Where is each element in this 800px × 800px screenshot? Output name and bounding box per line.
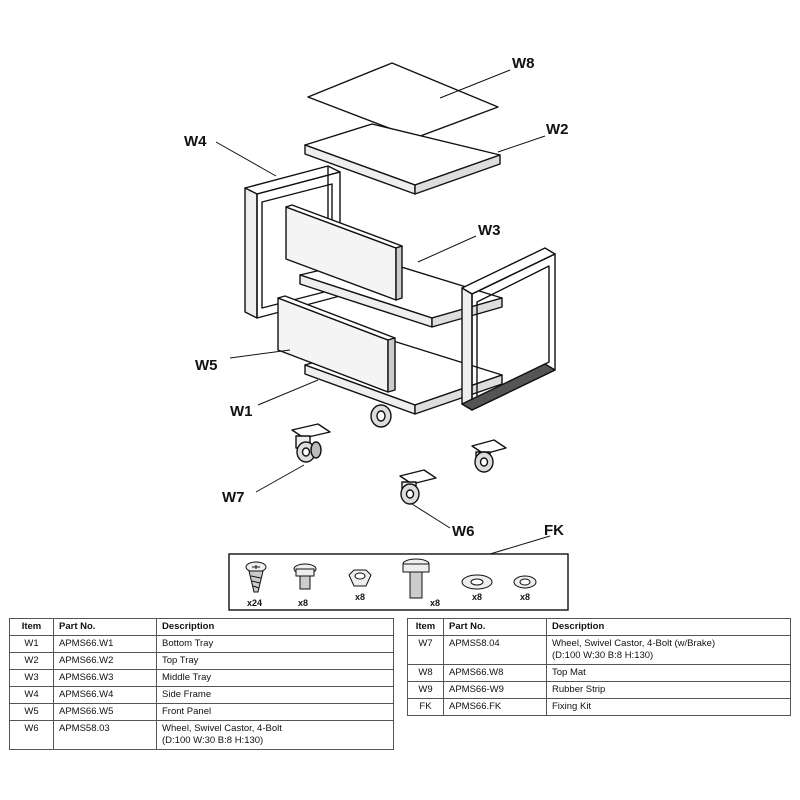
cell-description: Wheel, Swivel Castor, 4-Bolt (w/Brake) (… [546,635,791,665]
side-frame-right-w4 [461,247,556,411]
table-row: W8 APMS66.W8 Top Mat [407,664,791,682]
leader-lines [215,69,551,555]
hex-nut-icon [348,569,372,587]
table-row: W7 APMS58.04 Wheel, Swivel Castor, 4-Bol… [407,635,791,665]
castor-w7 [291,423,331,463]
cell-description: Fixing Kit [546,698,791,716]
table-row: W5 APMS66.W5 Front Panel [9,703,394,721]
header-item: Item [407,618,444,636]
callout-w6: W6 [452,523,475,540]
top-tray-w2 [304,123,501,195]
castor-under-cabinet [370,404,392,428]
header-part-no: Part No. [443,618,547,636]
qty-washer: x8 [472,592,482,602]
description-line-2: (D:100 W:30 B:8 H:130) [162,735,264,746]
description-line-1: Wheel, Swivel Castor, 4-Bolt (w/Brake) [552,638,716,649]
callout-w1: W1 [230,403,253,420]
cell-description: Side Frame [156,686,394,704]
parts-table-left: Item Part No. Description W1 APMS66.W1 B… [9,618,394,750]
cell-description: Top Mat [546,664,791,682]
cell-item: W4 [9,686,54,704]
table-row: FK APMS66.FK Fixing Kit [407,698,791,716]
parts-table-right: Item Part No. Description W7 APMS58.04 W… [407,618,791,716]
callout-w8: W8 [512,55,535,72]
description-line-2: (D:100 W:30 B:8 H:130) [552,650,654,661]
screw-icon [245,561,267,593]
cell-item: W2 [9,652,54,670]
table-row: W4 APMS66.W4 Side Frame [9,686,394,704]
table-row: W9 APMS66-W9 Rubber Strip [407,681,791,699]
callout-w3: W3 [478,222,501,239]
header-description: Description [156,618,394,636]
header-part-no: Part No. [53,618,157,636]
header-description: Description [546,618,791,636]
qty-screw: x24 [247,598,262,608]
castor-w6 [399,469,437,505]
cell-item: FK [407,698,444,716]
table-row: W6 APMS58.03 Wheel, Swivel Castor, 4-Bol… [9,720,394,750]
cell-part-no: APMS66.W2 [53,652,157,670]
cell-part-no: APMS66.W1 [53,635,157,653]
qty-short-bolt: x8 [298,598,308,608]
callout-w7: W7 [222,489,245,506]
cell-part-no: APMS66.FK [443,698,547,716]
side-frame-left-w4 [244,165,341,319]
description-line-1: Wheel, Swivel Castor, 4-Bolt [162,723,282,734]
top-mat-w8 [307,62,499,139]
qty-spring-washer: x8 [520,592,530,602]
qty-long-bolt: x8 [430,598,440,608]
cell-item: W7 [407,635,444,665]
cell-item: W9 [407,681,444,699]
table-header-row: Item Part No. Description [9,618,394,636]
spring-washer-icon [513,575,537,589]
fixing-kit-box: x24 x8 x8 x8 x8 x8 [228,553,569,611]
cell-part-no: APMS66.W3 [53,669,157,687]
header-item: Item [9,618,54,636]
washer-icon [461,574,493,590]
front-panel-upper-w5 [285,204,403,301]
cell-item: W3 [9,669,54,687]
cell-item: W1 [9,635,54,653]
callout-fk: FK [544,522,564,539]
table-row: W1 APMS66.W1 Bottom Tray [9,635,394,653]
cell-part-no: APMS58.04 [443,635,547,665]
cell-description: Rubber Strip [546,681,791,699]
cell-part-no: APMS66-W9 [443,681,547,699]
castor-rear [471,439,507,473]
table-row: W3 APMS66.W3 Middle Tray [9,669,394,687]
table-header-row: Item Part No. Description [407,618,791,636]
cell-description: Front Panel [156,703,394,721]
cell-item: W6 [9,720,54,750]
cell-description: Bottom Tray [156,635,394,653]
callout-w4: W4 [184,133,207,150]
front-panel-lower-w5 [277,295,396,393]
cell-item: W5 [9,703,54,721]
cell-description: Wheel, Swivel Castor, 4-Bolt (D:100 W:30… [156,720,394,750]
short-bolt-icon [293,563,317,590]
callout-w5: W5 [195,357,218,374]
cell-part-no: APMS58.03 [53,720,157,750]
table-row: W2 APMS66.W2 Top Tray [9,652,394,670]
callout-w2: W2 [546,121,569,138]
cell-part-no: APMS66.W4 [53,686,157,704]
cell-description: Top Tray [156,652,394,670]
cell-item: W8 [407,664,444,682]
qty-hex-nut: x8 [355,592,365,602]
long-bolt-icon [402,558,430,599]
cell-part-no: APMS66.W5 [53,703,157,721]
cell-description: Middle Tray [156,669,394,687]
cell-part-no: APMS66.W8 [443,664,547,682]
